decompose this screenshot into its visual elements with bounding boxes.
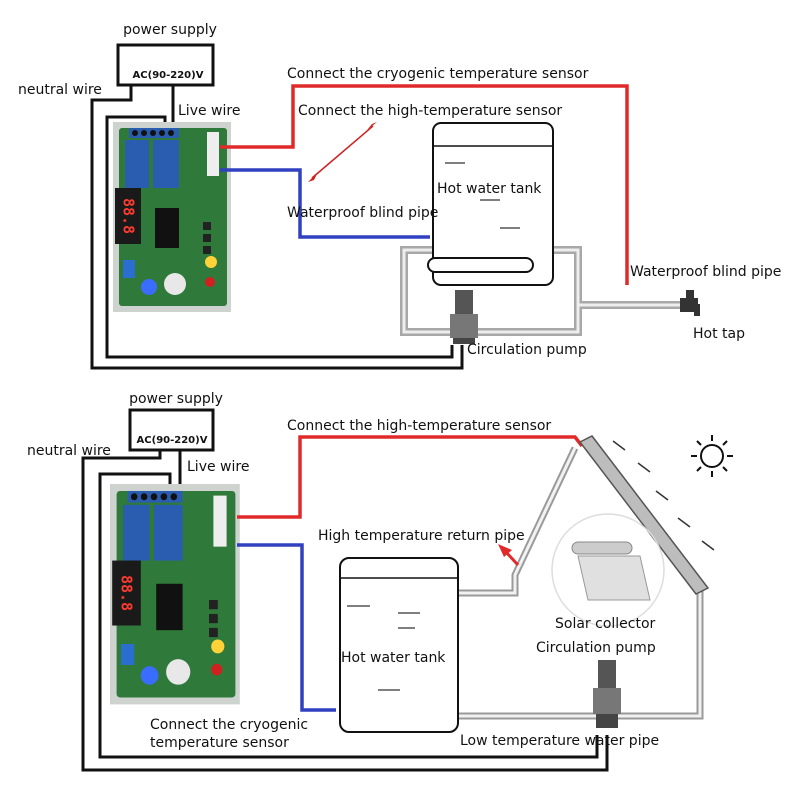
bottom-power-supply-box bbox=[128, 408, 215, 452]
bottom-power-supply-label: power supply bbox=[129, 391, 223, 407]
top-neutral-wire bbox=[90, 85, 464, 370]
top-led-display: 88.8 bbox=[120, 198, 138, 234]
bottom-neutral-wire bbox=[81, 450, 609, 772]
sun-icon bbox=[691, 435, 733, 477]
top-arrowhead-icon bbox=[367, 122, 377, 130]
top-high-temp-sensor-label: Connect the high-temperature sensor bbox=[298, 103, 562, 119]
top-pump-label: Circulation pump bbox=[467, 342, 587, 358]
return-arrowhead-icon bbox=[498, 544, 512, 557]
bottom-cryogenic-label-line1: Connect the cryogenic bbox=[150, 717, 308, 733]
bottom-voltage-label: AC(90-220)V bbox=[137, 435, 208, 446]
bottom-pump-icon bbox=[593, 660, 621, 728]
bottom-diagram: power supply AC(90-220)V neutral wire Li… bbox=[27, 391, 733, 772]
bottom-return-wire bbox=[98, 472, 599, 759]
bottom-hot-water-tank bbox=[339, 557, 459, 733]
bottom-pipes bbox=[458, 446, 704, 720]
top-diagram: power supply AC(90-220)V neutral wire Li… bbox=[18, 22, 781, 370]
top-return-wire bbox=[105, 115, 454, 359]
sunray-arrows bbox=[612, 440, 715, 551]
top-hot-tap-label: Hot tap bbox=[693, 326, 745, 342]
solar-collector-inset bbox=[551, 513, 665, 627]
bottom-led-display: 88.8 bbox=[118, 575, 136, 611]
top-power-supply-label: power supply bbox=[123, 22, 217, 38]
bottom-pump-label: Circulation pump bbox=[536, 640, 656, 656]
solar-collector-label: Solar collector bbox=[555, 616, 656, 632]
top-power-supply-box bbox=[116, 43, 215, 87]
top-blind-pipe-right-label: Waterproof blind pipe bbox=[630, 264, 781, 280]
top-pump-icon bbox=[450, 290, 478, 344]
top-live-wire-label: Live wire bbox=[178, 103, 240, 119]
top-voltage-label: AC(90-220)V bbox=[133, 70, 204, 81]
bottom-tank-label: Hot water tank bbox=[341, 650, 446, 666]
bottom-neutral-wire-label: neutral wire bbox=[27, 443, 111, 459]
top-red-sensor-wire bbox=[220, 84, 629, 285]
top-blind-pipe-left-label: Waterproof blind pipe bbox=[287, 205, 438, 221]
bottom-high-temp-sensor-label: Connect the high-temperature sensor bbox=[287, 418, 551, 434]
top-tank-label: Hot water tank bbox=[437, 181, 542, 197]
top-cryogenic-sensor-label: Connect the cryogenic temperature sensor bbox=[287, 66, 589, 82]
top-neutral-wire-label: neutral wire bbox=[18, 82, 102, 98]
solar-water-heater-icon bbox=[571, 541, 651, 601]
bottom-low-temp-pipe-label: Low temperature water pipe bbox=[460, 733, 659, 749]
bottom-blue-sensor-wire bbox=[237, 543, 336, 712]
top-arrowhead-icon bbox=[308, 172, 318, 182]
top-hot-tap-icon bbox=[680, 290, 700, 316]
bottom-return-pipe-label: High temperature return pipe bbox=[318, 528, 525, 544]
top-double-arrow bbox=[311, 125, 374, 179]
top-blue-sensor-wire bbox=[220, 168, 430, 239]
bottom-cryogenic-label-line2: temperature sensor bbox=[150, 735, 289, 751]
bottom-red-sensor-wire bbox=[237, 435, 584, 519]
top-heating-element bbox=[427, 257, 534, 273]
bottom-live-wire-label: Live wire bbox=[187, 459, 249, 475]
